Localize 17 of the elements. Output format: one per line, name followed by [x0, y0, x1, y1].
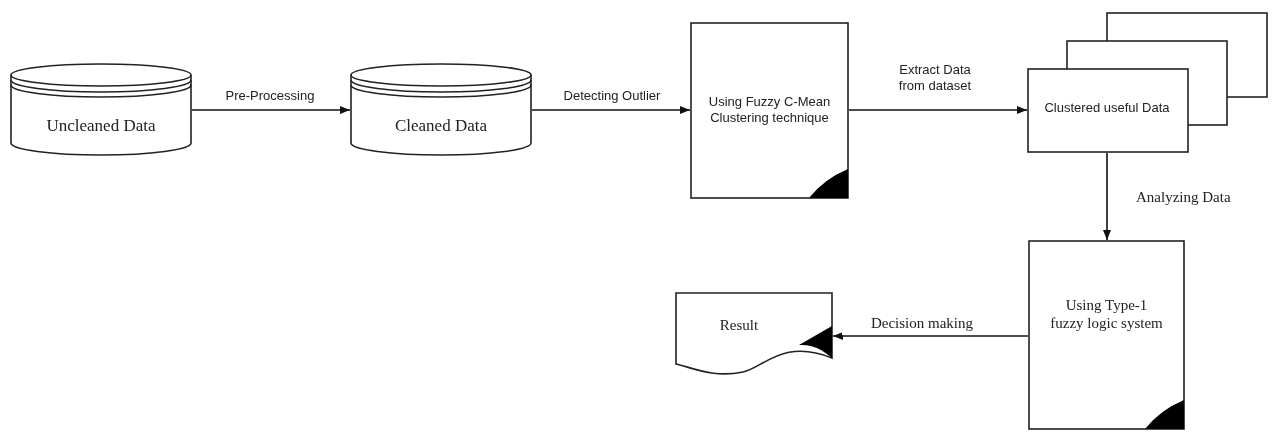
document-shape — [1028, 240, 1185, 430]
database-cylinder — [10, 63, 192, 155]
node-text: Result — [718, 316, 760, 335]
arrow — [832, 332, 1029, 340]
arrow — [848, 106, 1028, 114]
node-text: Using Type-1 fuzzy logic system — [1050, 296, 1163, 332]
arrow — [1103, 152, 1111, 241]
arrow — [191, 106, 351, 114]
arrow — [531, 106, 691, 114]
node-text: Clustered useful Data — [1043, 100, 1171, 116]
document-shape — [690, 22, 849, 199]
node-text: Cleaned Data — [393, 115, 488, 137]
stacked-documents-shape — [1027, 12, 1268, 153]
document-shape — [675, 292, 833, 378]
database-cylinder — [350, 63, 532, 155]
node-text: Uncleaned Data — [45, 115, 157, 137]
node-text: Using Fuzzy C-Mean Clustering technique — [708, 94, 831, 126]
